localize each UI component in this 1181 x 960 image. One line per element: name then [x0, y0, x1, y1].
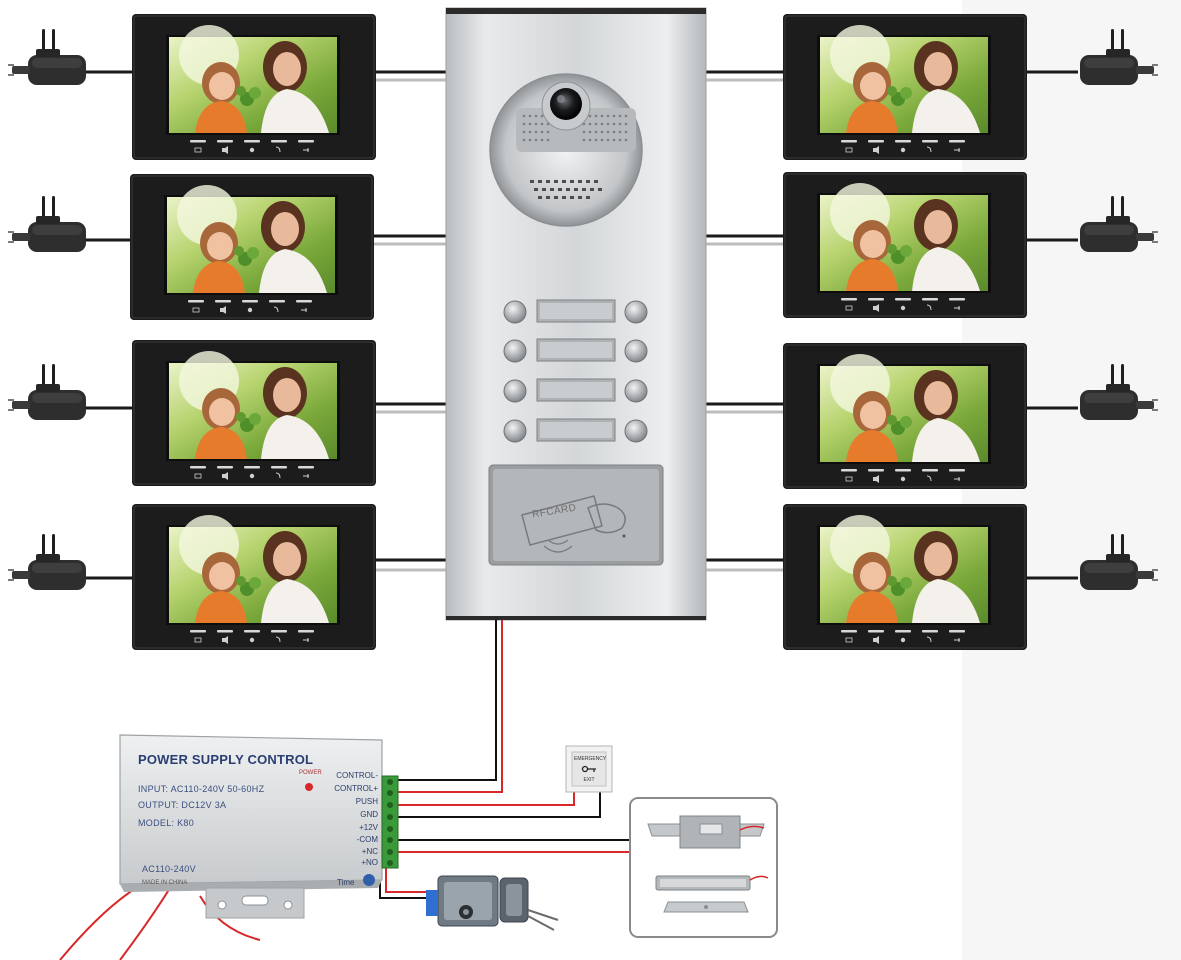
speaker-grill — [530, 180, 602, 199]
call-button[interactable] — [624, 379, 648, 403]
made-in-label: MADE IN CHINA — [142, 880, 188, 886]
call-button-rows — [503, 299, 648, 443]
exit-button-line1: EMERGENCY — [574, 756, 607, 762]
camera-lens-icon — [550, 88, 582, 120]
monitor-cables — [80, 70, 1078, 580]
terminal-label: +12V — [359, 823, 378, 832]
call-button[interactable] — [624, 339, 648, 363]
power-indicator-icon — [305, 783, 313, 791]
station-wires — [388, 620, 503, 793]
indoor-monitor-2 — [130, 174, 374, 320]
indoor-monitor-1 — [132, 14, 376, 160]
terminal-label: +NO — [361, 858, 378, 867]
power-adapter-icon — [8, 534, 86, 590]
monitor-cables-grey — [374, 78, 784, 572]
terminal-block — [381, 775, 399, 869]
indoor-monitor-4 — [132, 504, 376, 650]
call-button[interactable] — [503, 339, 527, 363]
call-button[interactable] — [624, 419, 648, 443]
rfid-card-icon — [521, 495, 603, 546]
power-adapter-icon — [8, 364, 86, 420]
terminal-label: CONTROL- — [336, 771, 378, 780]
power-adapter-icon — [8, 29, 86, 85]
power-supply-output: OUTPUT: DC12V 3A — [138, 800, 227, 810]
power-supply-box — [119, 734, 399, 919]
power-adapter-icon — [8, 196, 86, 252]
terminal-label: +NC — [361, 847, 378, 856]
power-supply-input: INPUT: AC110-240V 50-60HZ — [138, 784, 265, 794]
call-button[interactable] — [624, 300, 648, 324]
exit-wires — [388, 790, 601, 818]
power-supply-model: MODEL: K80 — [138, 818, 195, 828]
time-label: Time — [337, 878, 355, 887]
hand-icon — [587, 503, 626, 534]
call-button[interactable] — [503, 300, 527, 324]
power-supply-ac-label: AC110-240V — [142, 864, 196, 874]
power-supply-title: POWER SUPPLY CONTROL — [138, 752, 314, 767]
indoor-monitor-3 — [132, 340, 376, 486]
terminal-label: GND — [360, 810, 378, 819]
indoor-monitor-8 — [783, 504, 1027, 650]
timer-knob-icon[interactable] — [363, 874, 375, 886]
indoor-monitor-5 — [783, 14, 1027, 160]
call-button[interactable] — [503, 379, 527, 403]
power-label: POWER — [299, 770, 322, 776]
call-button[interactable] — [503, 419, 527, 443]
exit-button — [565, 745, 613, 793]
indoor-monitor-6 — [783, 172, 1027, 318]
electric-rim-lock — [426, 875, 559, 931]
terminal-label: PUSH — [355, 797, 378, 806]
lock-options-panel — [629, 797, 778, 938]
terminal-label: -COM — [356, 835, 378, 844]
exit-button-line2: EXIT — [583, 777, 595, 783]
terminal-label: CONTROL+ — [334, 784, 378, 793]
door-station-panel — [445, 7, 707, 621]
indoor-monitor-7 — [783, 343, 1027, 489]
